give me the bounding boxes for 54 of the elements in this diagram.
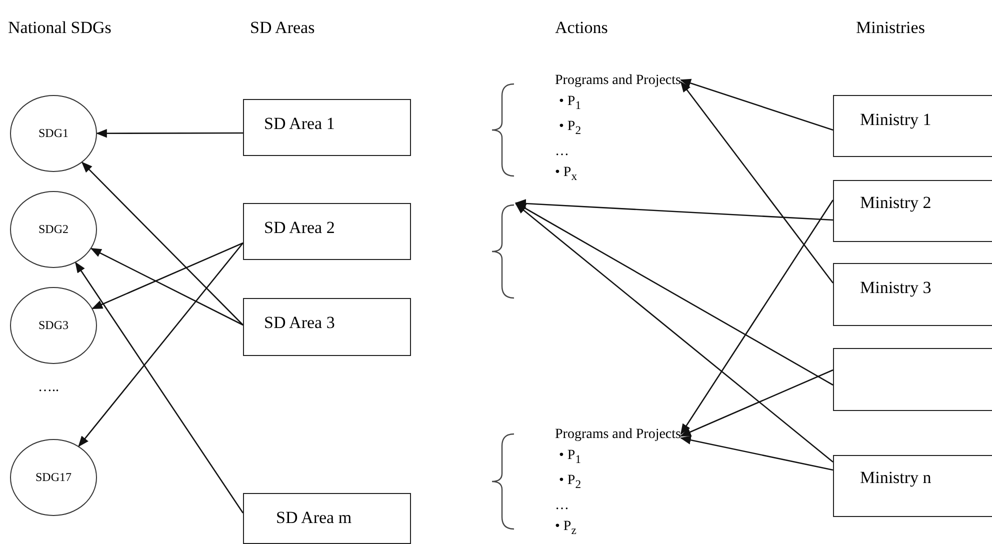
arrow	[515, 202, 834, 386]
arrow	[81, 162, 244, 326]
empty-box	[833, 348, 992, 411]
sdg-ellipse	[10, 287, 97, 364]
group-heading: Programs and Projects	[555, 426, 681, 444]
process-box	[243, 203, 411, 260]
process-box	[243, 99, 411, 156]
column-heading: Actions	[555, 18, 608, 38]
arrow	[515, 203, 834, 462]
node-label: SDG1	[38, 126, 68, 141]
column-heading: SD Areas	[250, 18, 315, 38]
node-label: SDG17	[35, 470, 72, 485]
node-label: SDG3	[38, 318, 68, 333]
node-label: SD Area 1	[264, 114, 335, 133]
arrow	[680, 81, 834, 284]
node-label: SD Area 3	[264, 313, 335, 332]
node-label: Ministry n	[860, 468, 932, 487]
node-label: Ministry 3	[860, 278, 932, 297]
sdg-ellipse	[10, 95, 97, 172]
process-box	[833, 180, 992, 242]
ellipsis-text: …..	[38, 380, 59, 396]
node-label: SD Area 2	[264, 218, 335, 237]
node-label: SDG2	[38, 222, 68, 237]
column-heading: Ministries	[856, 18, 925, 38]
node-label: Ministry 2	[860, 193, 932, 212]
node-label: Ministry 1	[860, 110, 932, 129]
list-item: • P$_{2}$	[558, 472, 582, 493]
column-heading: National SDGs	[8, 18, 112, 38]
arrow	[680, 369, 834, 437]
arrow	[96, 128, 243, 138]
arrow	[514, 199, 834, 221]
process-box	[243, 298, 411, 356]
process-box	[833, 263, 992, 326]
list-item: • P$_{1}$	[558, 93, 582, 114]
list-item: • P$_{2}$	[558, 118, 582, 139]
sdg-ellipse	[10, 439, 97, 516]
arrow	[92, 242, 244, 310]
list-item: • P$_{x}$	[555, 164, 578, 184]
arrow	[78, 242, 244, 448]
arrow	[680, 78, 834, 131]
list-item: • P$_{z}$	[555, 518, 578, 538]
node-label: SD Area m	[276, 508, 352, 527]
list-item: • P$_{1}$	[558, 447, 582, 468]
process-box	[833, 455, 992, 517]
group-heading: Programs and Projects	[555, 72, 681, 90]
arrow	[680, 436, 834, 471]
list-item: …	[555, 142, 570, 161]
sdg-ellipse	[10, 191, 97, 268]
arrow	[75, 262, 244, 514]
list-item: …	[555, 496, 570, 515]
process-box	[833, 95, 992, 157]
arrow	[680, 200, 834, 435]
arrow	[90, 248, 244, 326]
process-box	[243, 493, 411, 544]
